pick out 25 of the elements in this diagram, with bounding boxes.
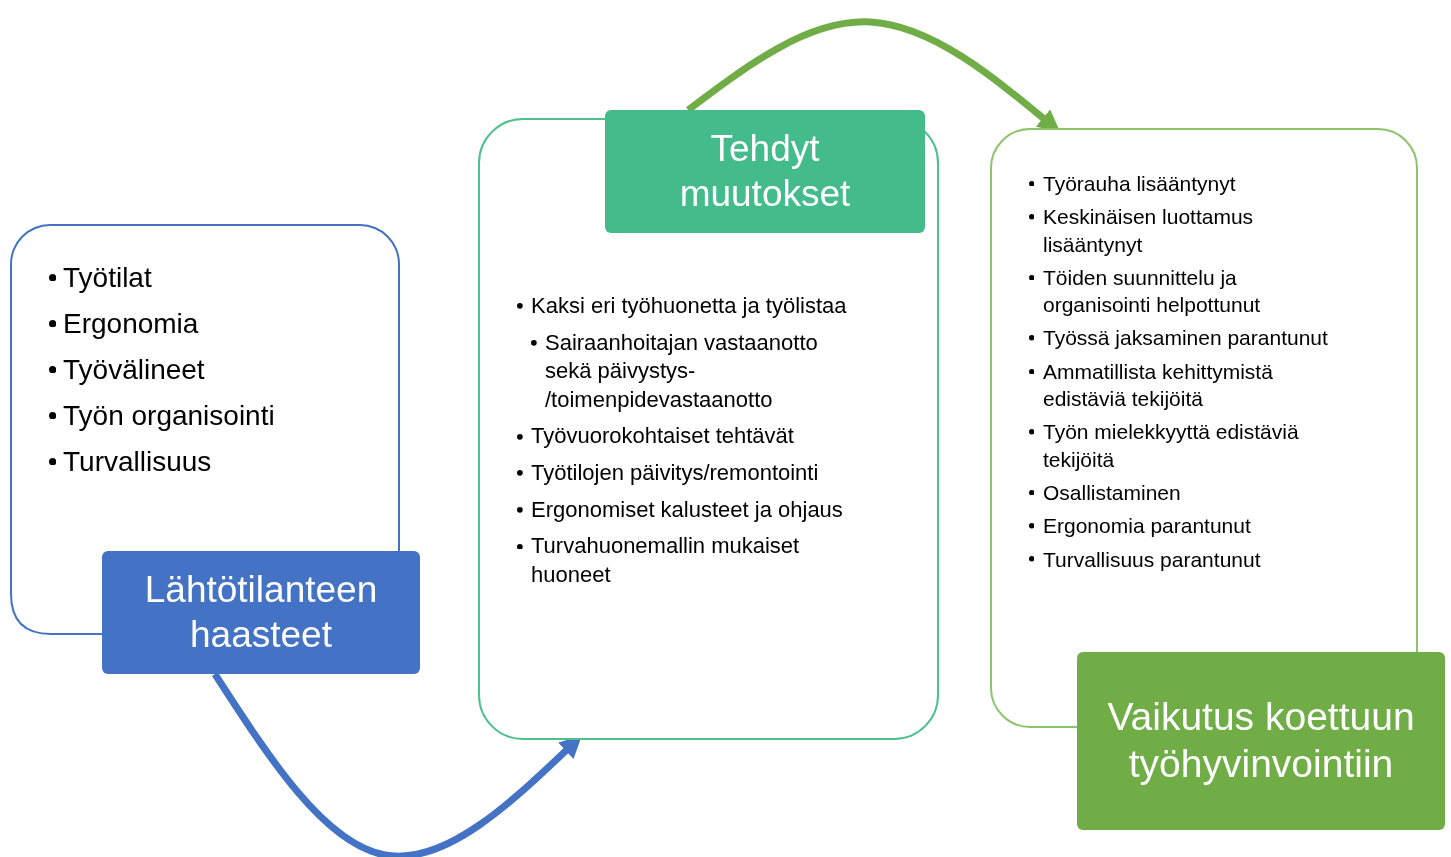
list-item: Turvallisuus parantunut [1043, 546, 1262, 573]
curved-arrow [211, 672, 582, 857]
list-item: Sairaanhoitajan vastaanotto sekä päivystys- /toimenpidevastaanotto [545, 328, 819, 414]
list-item: Työvuorokohtaiset tehtävät [531, 422, 795, 451]
heading-box: Lähtötilanteen haasteet [102, 551, 420, 674]
heading-box: Vaikutus koettuun työhyvinvointiin [1077, 652, 1445, 830]
list-item: Ergonomia [63, 307, 200, 341]
list-item: Työrauha lisääntynyt [1043, 171, 1237, 197]
list-item: Turvahuonemallin mukaiset huoneet [531, 532, 801, 589]
list-item: Työssä jaksaminen parantunut [1043, 325, 1328, 352]
rounded-card [990, 128, 1418, 728]
list-item: Kaksi eri työhuonetta ja työlistaa [531, 292, 848, 320]
rounded-card [10, 224, 400, 551]
list-item: Työtilat [63, 261, 153, 295]
list-item: Ergonomia parantunut [1043, 513, 1252, 540]
list-item: Työtilojen päivitys/remontointi [531, 458, 820, 487]
list-item: Turvallisuus [63, 445, 213, 479]
list-item: Työn mielekkyyttä edistäviä tekijöitä [1043, 419, 1300, 473]
list-item: Osallistaminen [1043, 479, 1182, 506]
list-item: Keskinäisen luottamus lisääntynyt [1043, 204, 1255, 258]
list-item: Ergonomiset kalusteet ja ohjaus [531, 495, 844, 524]
list-item: Töiden suunnittelu ja organisointi helpottunut [1043, 264, 1262, 319]
list-item: Ammatillista kehittymistä edistäviä tekijöitä [1043, 358, 1274, 413]
list-item: Työvälineet [63, 353, 206, 387]
list-item: Työn organisointi [63, 399, 276, 433]
